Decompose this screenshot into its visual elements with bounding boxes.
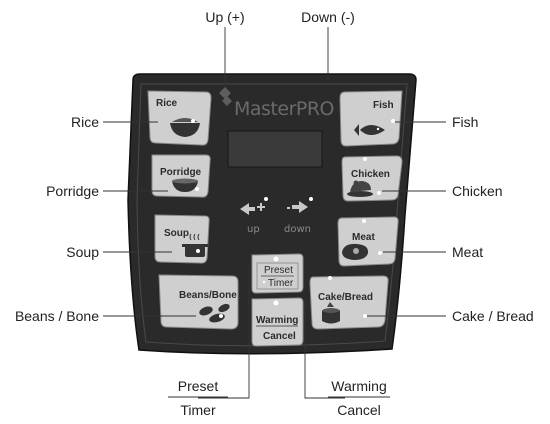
- brand-text: MasterPRO: [234, 98, 334, 120]
- porridge-button[interactable]: Porridge: [151, 154, 211, 198]
- rice-callout: Rice: [71, 114, 99, 130]
- warming-cancel-indicator-dot: [273, 300, 279, 306]
- fish-button[interactable]: Fish: [339, 90, 403, 147]
- timer-indicator-dot: [262, 280, 266, 284]
- up-indicator-dot: [264, 197, 268, 201]
- cancel-callout: Cancel: [337, 402, 381, 418]
- rice-button[interactable]: Rice: [147, 90, 212, 146]
- up-callout: Up (+): [205, 9, 244, 25]
- down-callout: Down (-): [301, 9, 355, 25]
- meat-callout: Meat: [452, 244, 483, 260]
- cancel-button-label: Cancel: [263, 331, 296, 342]
- rice-indicator-dot: [191, 119, 195, 123]
- porridge-bowl-icon: [172, 178, 198, 192]
- cake-bread-callout: Cake / Bread: [452, 308, 534, 324]
- chicken-indicator-dot-2: [377, 191, 381, 195]
- brand-logo: MasterPRO: [219, 87, 335, 120]
- beans-bone-button-label: Beans/Bone: [179, 290, 237, 301]
- meat-button[interactable]: Meat: [337, 216, 399, 267]
- up-key-label: up: [247, 224, 260, 235]
- up-key[interactable]: up: [240, 197, 268, 235]
- preset-timer-button[interactable]: Preset Timer: [251, 253, 304, 294]
- lcd-display: [227, 130, 323, 168]
- meat-indicator-dot-2: [378, 251, 382, 255]
- fish-eye: [376, 127, 380, 131]
- meat-button-label: Meat: [352, 232, 375, 243]
- timer-button-label: Timer: [268, 278, 294, 289]
- warming-button-label: Warming: [256, 315, 298, 326]
- soup-indicator-dot: [196, 249, 200, 253]
- leader-lines: [103, 27, 446, 399]
- chicken-callout: Chicken: [452, 183, 503, 199]
- soup-callout: Soup: [66, 244, 99, 260]
- chicken-button-label: Chicken: [351, 169, 390, 180]
- warming-cancel-button[interactable]: Warming Cancel: [251, 297, 304, 347]
- preset-button-label: Preset: [264, 265, 293, 276]
- cake-bread-indicator-dot: [328, 276, 332, 280]
- beans-bone-indicator-dot: [219, 314, 223, 318]
- down-indicator-dot: [309, 197, 313, 201]
- roast-chicken-icon: [347, 180, 373, 197]
- fish-indicator-dot: [391, 119, 395, 123]
- soup-button[interactable]: Soup: [154, 214, 210, 264]
- chicken-button[interactable]: Chicken: [341, 155, 403, 202]
- left-arrow-plus-icon: [240, 203, 265, 215]
- fish-callout: Fish: [452, 114, 478, 130]
- rice-button-label: Rice: [156, 98, 178, 109]
- meat-steak-icon: [342, 243, 369, 260]
- cake-icon: [322, 302, 340, 324]
- beans-bone-button[interactable]: Beans/Bone: [158, 274, 239, 330]
- cake-bread-button[interactable]: Cake/Bread: [309, 275, 389, 330]
- right-arrow-minus-icon: [287, 201, 308, 213]
- cake-bread-button-label: Cake/Bread: [318, 292, 373, 303]
- preset-timer-indicator-dot: [273, 256, 279, 262]
- fish-icon: [354, 124, 385, 136]
- chicken-indicator-dot: [363, 157, 367, 161]
- meat-indicator-dot: [362, 219, 366, 223]
- porridge-callout: Porridge: [46, 183, 99, 199]
- indicator-dots: [191, 119, 395, 318]
- soup-button-label: Soup: [164, 228, 189, 239]
- porridge-indicator-dot: [195, 187, 199, 191]
- fish-button-label: Fish: [373, 100, 394, 111]
- down-key-label: down: [284, 224, 311, 235]
- porridge-button-label: Porridge: [160, 167, 202, 178]
- preset-callout: Preset: [178, 378, 219, 394]
- beans-bone-callout: Beans / Bone: [15, 308, 99, 324]
- timer-callout: Timer: [180, 402, 216, 418]
- down-key[interactable]: down: [284, 197, 313, 235]
- warming-callout: Warming: [331, 378, 387, 394]
- cake-bread-indicator-dot-2: [363, 314, 367, 318]
- soup-pot-icon: [182, 233, 208, 257]
